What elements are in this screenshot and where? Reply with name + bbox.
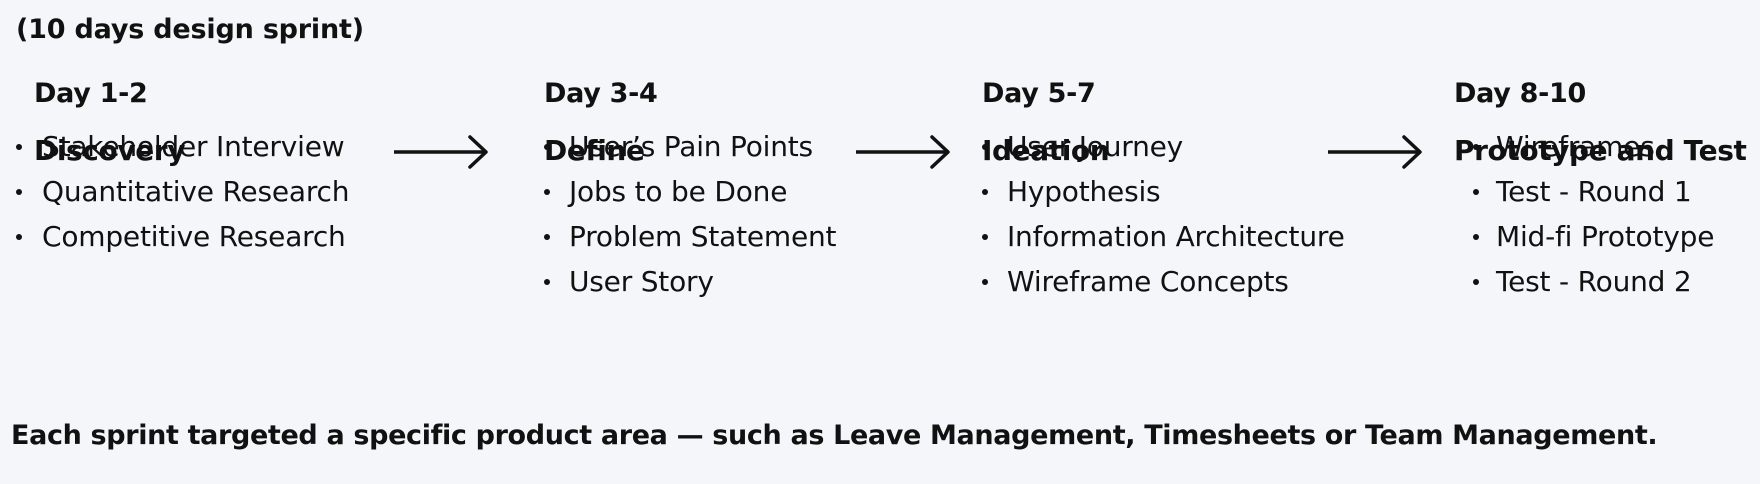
sprint-subtitle: (10 days design sprint) bbox=[16, 14, 364, 45]
list-item: User Journey bbox=[982, 124, 1345, 169]
bullet-icon bbox=[16, 144, 22, 150]
phase-day-label: Day 3-4 bbox=[544, 78, 658, 109]
phase-name: Define bbox=[544, 134, 645, 167]
bullet-icon bbox=[16, 234, 22, 240]
phase-prototype-items: Wireframes Test - Round 1 Mid-fi Prototy… bbox=[1473, 124, 1714, 304]
list-item: Information Architecture bbox=[982, 214, 1345, 259]
list-item: Quantitative Research bbox=[16, 169, 349, 214]
list-item: Competitive Research bbox=[16, 214, 349, 259]
phase-day-label: Day 1-2 bbox=[34, 78, 148, 109]
bullet-icon bbox=[544, 189, 550, 195]
list-item: User’s Pain Points bbox=[544, 124, 836, 169]
list-item: Test - Round 1 bbox=[1473, 169, 1714, 214]
phase-discovery-items: Stakeholder Interview Quantitative Resea… bbox=[16, 124, 349, 259]
footer-note: Each sprint targeted a specific product … bbox=[11, 420, 1658, 451]
arrow-right-icon bbox=[856, 135, 950, 169]
bullet-icon bbox=[982, 234, 988, 240]
phase-ideation-items: User Journey Hypothesis Information Arch… bbox=[982, 124, 1345, 304]
bullet-icon bbox=[16, 189, 22, 195]
list-item: Wireframes bbox=[1473, 124, 1714, 169]
phase-prototype-and-test: Day 8-10 Prototype and Test bbox=[1454, 76, 1747, 169]
bullet-icon bbox=[982, 144, 988, 150]
list-item: Stakeholder Interview bbox=[16, 124, 349, 169]
bullet-icon bbox=[544, 234, 550, 240]
list-item: User Story bbox=[544, 259, 836, 304]
list-item: Hypothesis bbox=[982, 169, 1345, 214]
arrow-right-icon bbox=[394, 135, 488, 169]
phase-define: Day 3-4 Define bbox=[544, 76, 658, 169]
bullet-icon bbox=[982, 189, 988, 195]
list-item: Jobs to be Done bbox=[544, 169, 836, 214]
phase-name: Ideation bbox=[982, 134, 1110, 167]
bullet-icon bbox=[982, 279, 988, 285]
list-item: Mid-fi Prototype bbox=[1473, 214, 1714, 259]
bullet-icon bbox=[544, 279, 550, 285]
list-item: Wireframe Concepts bbox=[982, 259, 1345, 304]
phase-define-items: User’s Pain Points Jobs to be Done Probl… bbox=[544, 124, 837, 304]
phase-ideation: Day 5-7 Ideation bbox=[982, 76, 1110, 169]
list-item: Test - Round 2 bbox=[1473, 259, 1714, 304]
bullet-icon bbox=[1473, 279, 1479, 285]
bullet-icon bbox=[1473, 234, 1479, 240]
list-item: Problem Statement bbox=[544, 214, 837, 259]
bullet-icon bbox=[1473, 189, 1479, 195]
arrow-right-icon bbox=[1328, 135, 1422, 169]
phase-name: Discovery bbox=[34, 134, 186, 167]
phase-discovery: Day 1-2 Discovery bbox=[34, 76, 185, 169]
phase-day-label: Day 5-7 bbox=[982, 78, 1096, 109]
bullet-icon bbox=[1473, 144, 1479, 150]
bullet-icon bbox=[544, 144, 550, 150]
phase-day-label: Day 8-10 bbox=[1454, 78, 1586, 109]
phase-name: Prototype and Test bbox=[1454, 134, 1747, 167]
